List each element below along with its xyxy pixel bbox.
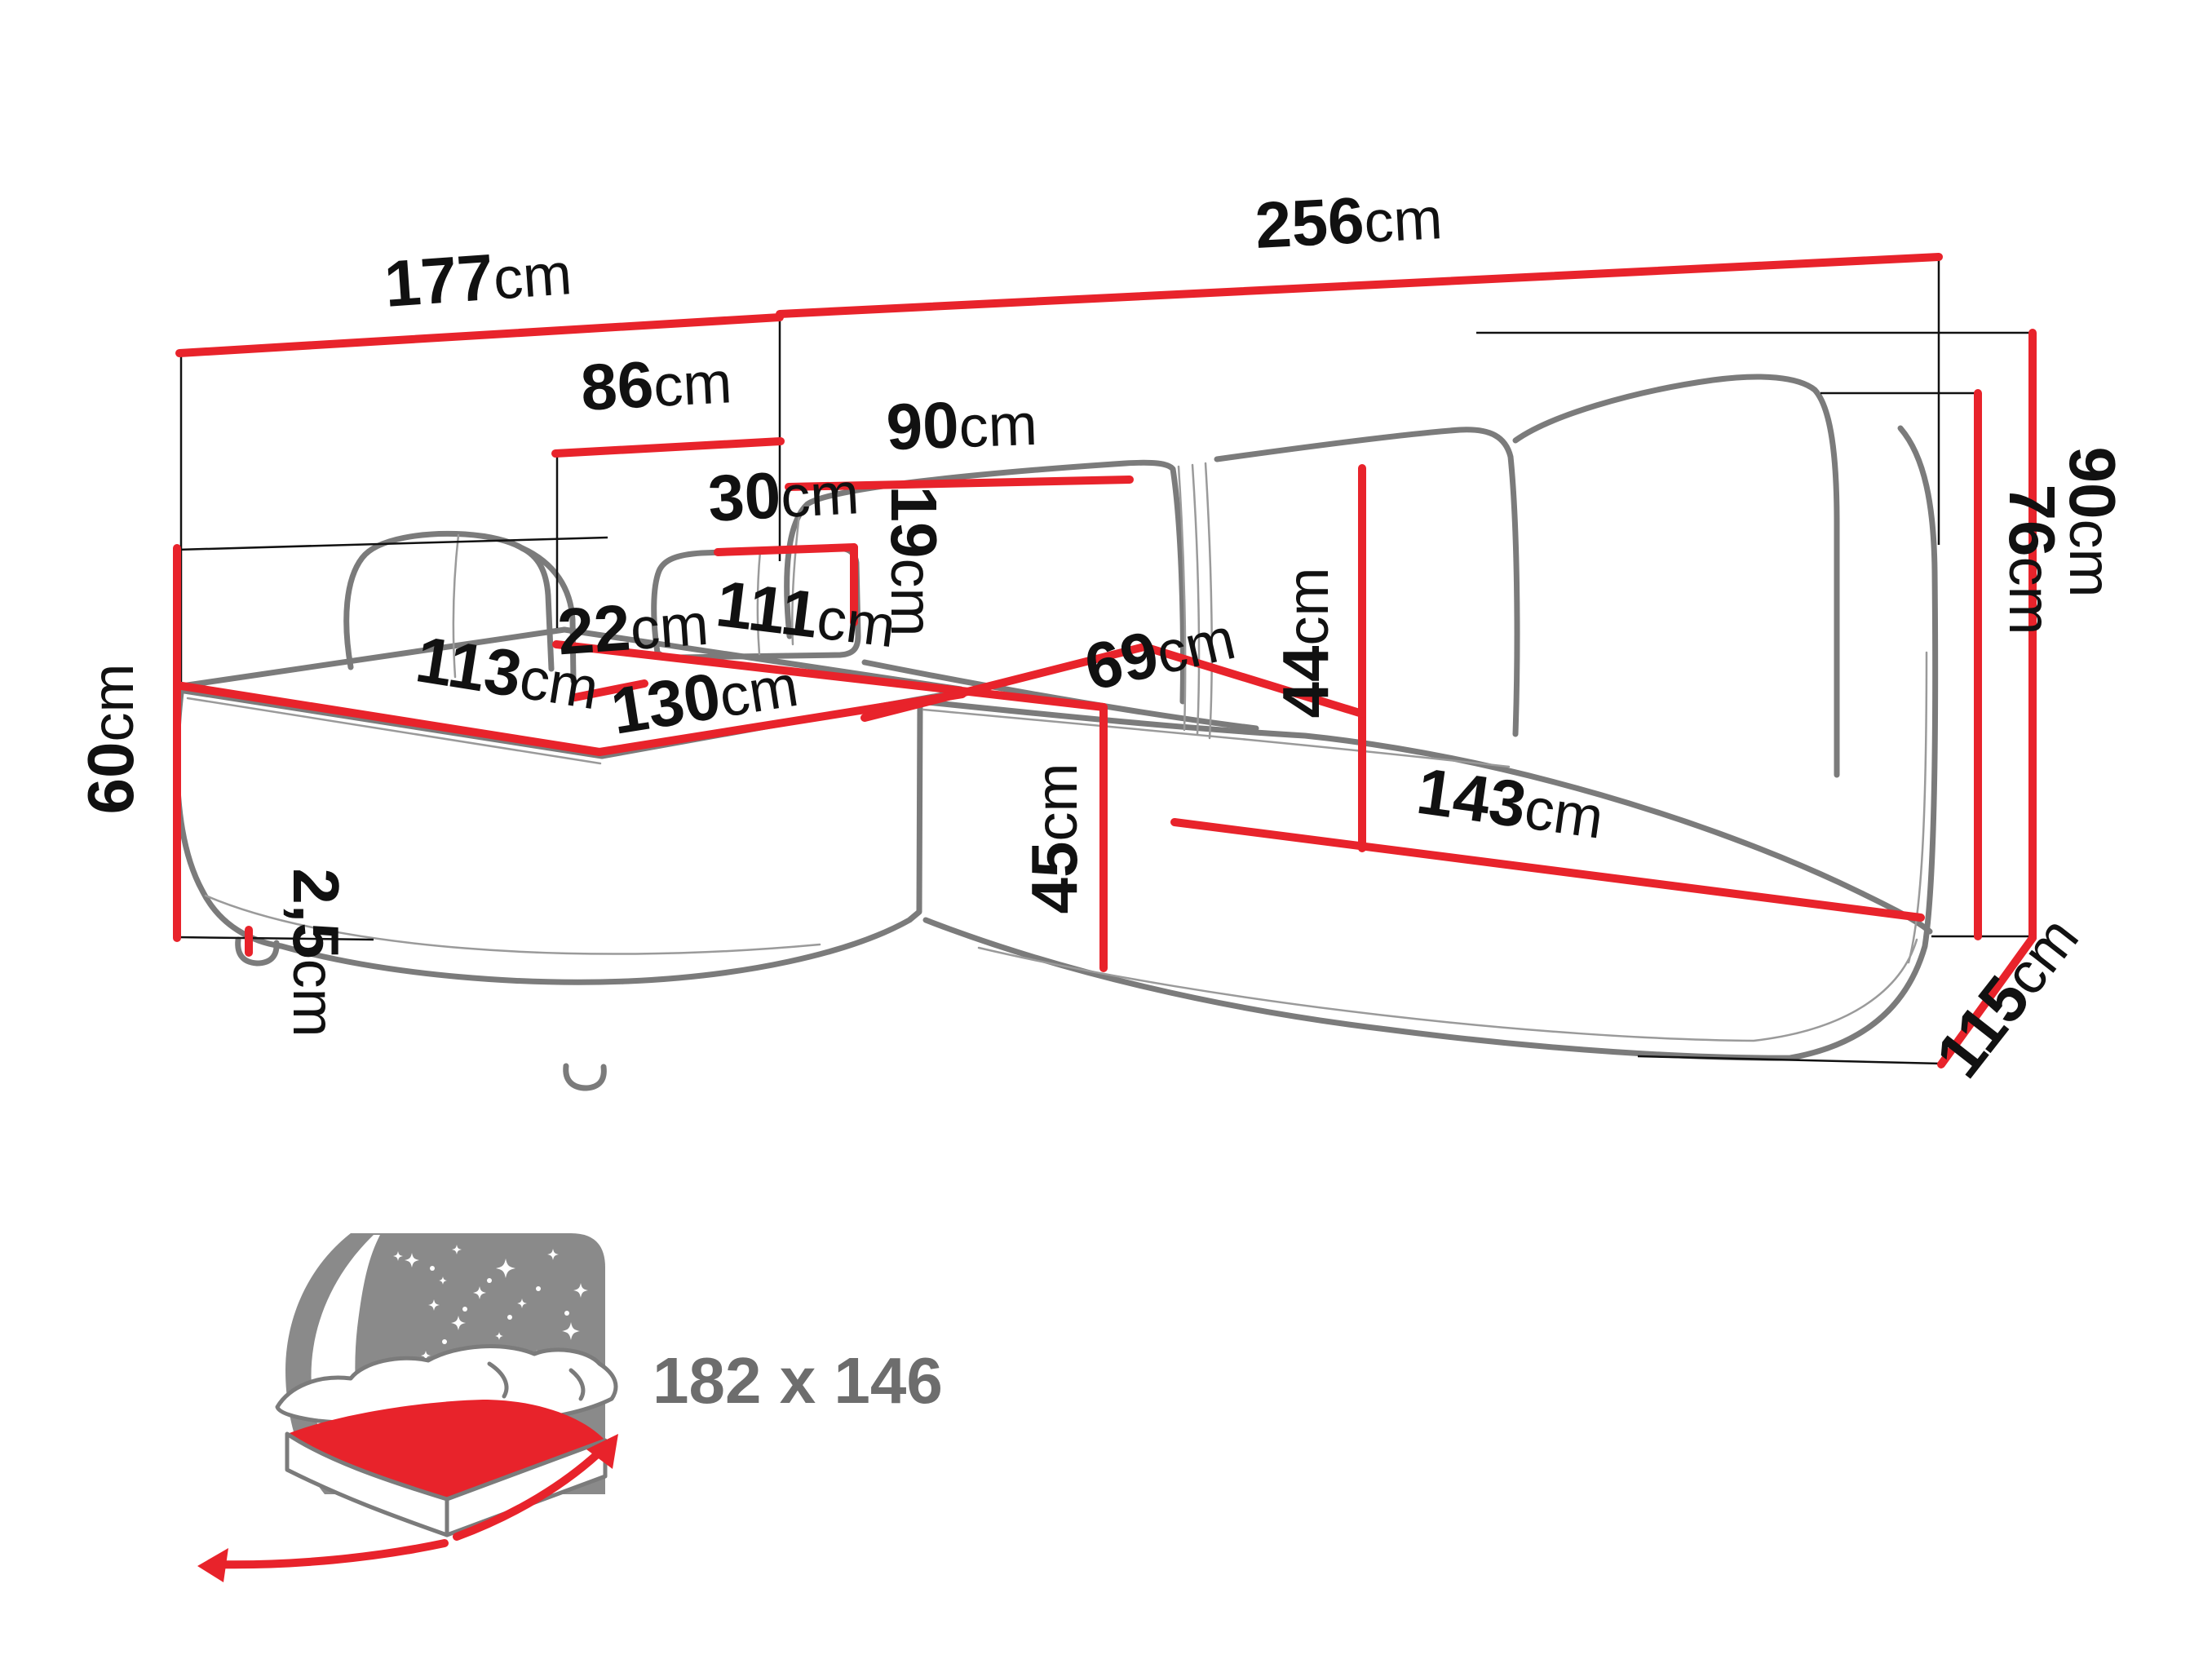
size-arrowheads	[197, 1434, 618, 1582]
accent-back-cushion-left-pleat	[791, 512, 801, 646]
dimension-label-45: 45cm	[1018, 763, 1091, 914]
sofa-accent-lines	[186, 462, 1928, 1042]
dimension-label-76: 76cm	[1996, 484, 2068, 635]
dimension-label-30: 30cm	[706, 454, 860, 535]
dimension-label-22: 22cm	[555, 586, 711, 669]
chaise-base-outline	[174, 683, 923, 985]
back-cushion-left	[784, 459, 1186, 705]
dimension-line-22	[571, 679, 648, 701]
size-arrows	[210, 1441, 611, 1569]
accent-cushion-pleat-3	[1204, 462, 1213, 740]
sleeping-size-label: 182 x 146	[653, 1344, 943, 1417]
dimension-line-113	[178, 682, 604, 756]
extension-60-bottom	[176, 936, 374, 941]
dimension-line-143	[1170, 818, 1925, 922]
accent-right-front	[922, 708, 1511, 768]
accent-arm-inner	[1907, 651, 1928, 964]
dimension-label-256: 256cm	[1254, 179, 1444, 262]
dimension-line-111	[552, 640, 1108, 711]
bedding-fold-1	[487, 1361, 509, 1399]
dimension-label-111: 111cm	[712, 567, 900, 661]
arrow-depth	[453, 1441, 611, 1541]
chaise-top-back-left-edge	[179, 626, 568, 689]
dimension-line-69	[860, 642, 1366, 722]
mattress-top	[287, 1400, 605, 1499]
sofa-leg-front	[563, 1063, 607, 1091]
sofa-leg-left	[235, 936, 280, 967]
bedding-fold-2	[568, 1368, 586, 1401]
dimension-label-69: 69cm	[1078, 599, 1241, 704]
dimension-label-60: 60cm	[74, 664, 147, 815]
sleeping-function-icon: 182 x 146	[197, 1233, 943, 1582]
dimension-line-86	[551, 437, 785, 458]
arrowhead-left	[197, 1548, 228, 1582]
dimension-line-90-back	[785, 476, 1134, 491]
right-base-outline	[922, 425, 1939, 1061]
dimension-line-30	[714, 543, 858, 556]
dimension-line-256	[776, 253, 1943, 318]
dimension-label-177: 177cm	[383, 235, 574, 321]
dimension-label-115: 115cm	[1922, 901, 2092, 1091]
dimension-label-113: 113cm	[411, 622, 604, 723]
chaise-armrest-pad-front	[519, 545, 577, 684]
dimension-label-130: 130cm	[606, 647, 803, 748]
dimension-lines	[173, 253, 2037, 1068]
accent-bolster-pleat	[756, 550, 762, 656]
dimension-label-90-back: 90cm	[885, 386, 1038, 463]
extension-115-bottom	[1637, 1055, 1942, 1065]
dimension-label-86: 86cm	[579, 343, 733, 424]
mattress-base-front	[445, 1438, 608, 1537]
dimension-label-leg: 2,5cm	[280, 868, 352, 1037]
dimension-line-177	[175, 313, 784, 357]
accent-right-base	[977, 938, 1918, 1042]
accent-cushion-pleat-1	[1177, 465, 1187, 732]
accent-cushion-pleat-2	[1191, 463, 1201, 736]
dimension-label-90-right: 90cm	[2056, 447, 2129, 598]
arrow-width	[210, 1539, 449, 1569]
dimension-label-44: 44cm	[1269, 568, 1342, 719]
extension-60-top	[176, 536, 608, 551]
dimension-line-130	[595, 690, 967, 756]
dimension-label-19: 19cm	[878, 486, 950, 637]
dimension-line-115	[1937, 934, 2037, 1068]
accent-base-bottom	[204, 894, 821, 955]
right-arm-cushion	[1512, 374, 1840, 778]
arrowhead-right	[586, 1434, 618, 1469]
back-cushion-right	[1214, 427, 1520, 737]
dimension-labels: 177cm 256cm 86cm 90cm 30cm 22cm 19cm 44c…	[74, 179, 2129, 1091]
accent-chaise-front	[186, 697, 602, 765]
dimension-label-143: 143cm	[1413, 754, 1608, 852]
accent-armrest-pleat	[452, 533, 460, 679]
